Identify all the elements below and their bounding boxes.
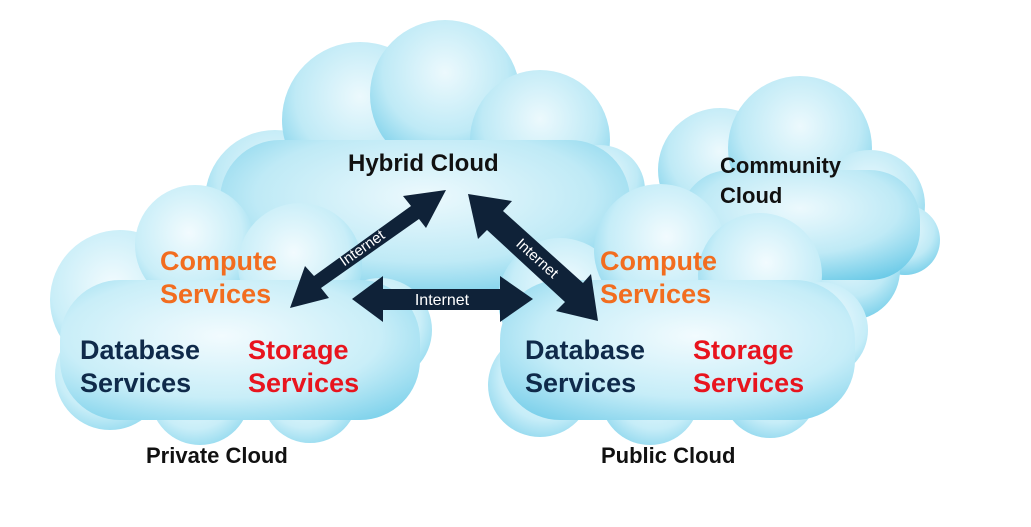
private-compute-label-line1: Compute	[160, 246, 277, 276]
private-storage-label-line2: Services	[248, 368, 360, 398]
public-storage-label-line2: Services	[693, 368, 805, 398]
private-cloud-shape	[50, 185, 432, 445]
private-database-label-line2: Services	[80, 368, 192, 398]
public-database-label-line2: Services	[525, 368, 637, 398]
internet-link-middle: Internet	[352, 276, 533, 322]
community-cloud-title-line2: Cloud	[720, 183, 783, 208]
arrow-shape	[468, 194, 598, 321]
community-cloud-title-line1: Community	[720, 153, 841, 178]
public-database-label-line1: Database	[525, 335, 646, 365]
private-storage-label-line1: Storage	[248, 335, 349, 365]
private-cloud-caption: Private Cloud	[146, 443, 288, 468]
public-storage-label-line1: Storage	[693, 335, 794, 365]
hybrid-cloud-title: Hybrid Cloud	[348, 150, 499, 177]
private-database-label-line1: Database	[80, 335, 201, 365]
public-compute-label-line2: Services	[600, 279, 712, 309]
public-compute-label-line1: Compute	[600, 246, 717, 276]
arrow-shape	[352, 276, 533, 322]
arrow-shape	[290, 190, 446, 308]
private-compute-label-line2: Services	[160, 279, 272, 309]
link-label-middle: Internet	[415, 292, 470, 309]
public-cloud-caption: Public Cloud	[601, 443, 736, 468]
